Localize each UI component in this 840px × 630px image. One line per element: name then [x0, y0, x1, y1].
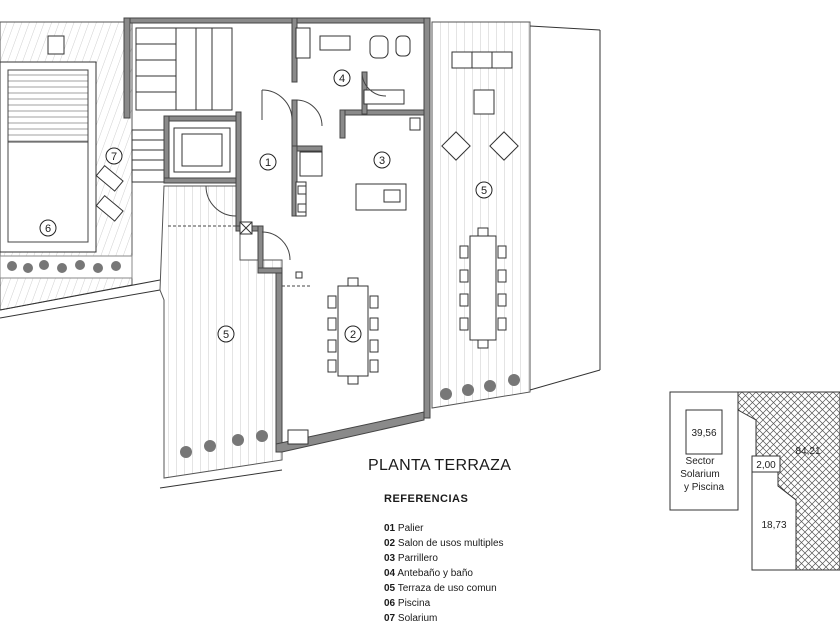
sun-loungers [95, 164, 124, 222]
key-plan: 39,56 84,21 2,00 18,73 Sector Solarium y… [669, 391, 840, 571]
reference-label: Salon de usos multiples [395, 538, 504, 549]
svg-text:39,56: 39,56 [691, 428, 716, 439]
reference-label: Solarium [395, 613, 438, 624]
reference-code: 07 [384, 613, 396, 624]
reference-label: Terraza de uso comun [395, 583, 497, 594]
doors [205, 71, 387, 287]
reference-item: 06 Piscina [384, 596, 504, 611]
svg-text:2: 2 [350, 329, 356, 341]
room-label-3: 3 [373, 151, 391, 169]
room-label-1: 1 [259, 153, 277, 171]
svg-text:7: 7 [111, 151, 117, 163]
svg-text:Sector: Sector [686, 456, 716, 467]
reference-label: Antebaño y baño [395, 568, 473, 579]
elevator [173, 127, 231, 173]
svg-text:3: 3 [379, 155, 385, 167]
reference-item: 01 Palier [384, 521, 504, 536]
room-label-4: 4 [333, 69, 351, 87]
reference-code: 04 [384, 568, 396, 579]
svg-text:5: 5 [481, 185, 487, 197]
room-labels: 1 2 3 4 5 5 6 7 [39, 69, 493, 343]
main-stair [135, 27, 233, 111]
reference-code: 02 [384, 538, 396, 549]
planter-left [0, 255, 133, 279]
room-label-2: 2 [344, 325, 362, 343]
stair-solarium [131, 129, 165, 183]
reference-label: Palier [395, 523, 424, 534]
svg-text:Solarium: Solarium [680, 469, 719, 480]
room-label-6: 6 [39, 219, 57, 237]
reference-item: 07 Solarium [384, 611, 504, 626]
reference-code: 06 [384, 598, 396, 609]
room-label-7: 7 [105, 147, 123, 165]
plan-title: PLANTA TERRAZA [368, 457, 512, 474]
svg-text:84,21: 84,21 [795, 446, 820, 457]
reference-code: 03 [384, 553, 396, 564]
svg-text:1: 1 [265, 157, 271, 169]
svg-text:y Piscina: y Piscina [684, 482, 724, 493]
room-label-5b: 5 [475, 181, 493, 199]
reference-item: 02 Salon de usos multiples [384, 536, 504, 551]
reference-item: 05 Terraza de uso comun [384, 581, 504, 596]
svg-text:6: 6 [45, 223, 51, 235]
references-title: REFERENCIAS [384, 493, 469, 505]
reference-label: Parrillero [395, 553, 438, 564]
svg-text:5: 5 [223, 329, 229, 341]
small-fixtures [239, 185, 309, 445]
bathroom-fixtures [295, 27, 411, 105]
building-walls [123, 17, 431, 453]
svg-text:18,73: 18,73 [761, 520, 786, 531]
reference-item: 03 Parrillero [384, 551, 504, 566]
reference-code: 01 [384, 523, 396, 534]
terrace-right-deck [431, 21, 601, 409]
svg-text:4: 4 [339, 73, 345, 85]
reference-code: 05 [384, 583, 396, 594]
bbq-area [295, 117, 421, 217]
reference-label: Piscina [395, 598, 431, 609]
room-label-5a: 5 [217, 325, 235, 343]
svg-text:2,00: 2,00 [756, 460, 776, 471]
reference-item: 04 Antebaño y baño [384, 566, 504, 581]
pool [0, 35, 97, 253]
